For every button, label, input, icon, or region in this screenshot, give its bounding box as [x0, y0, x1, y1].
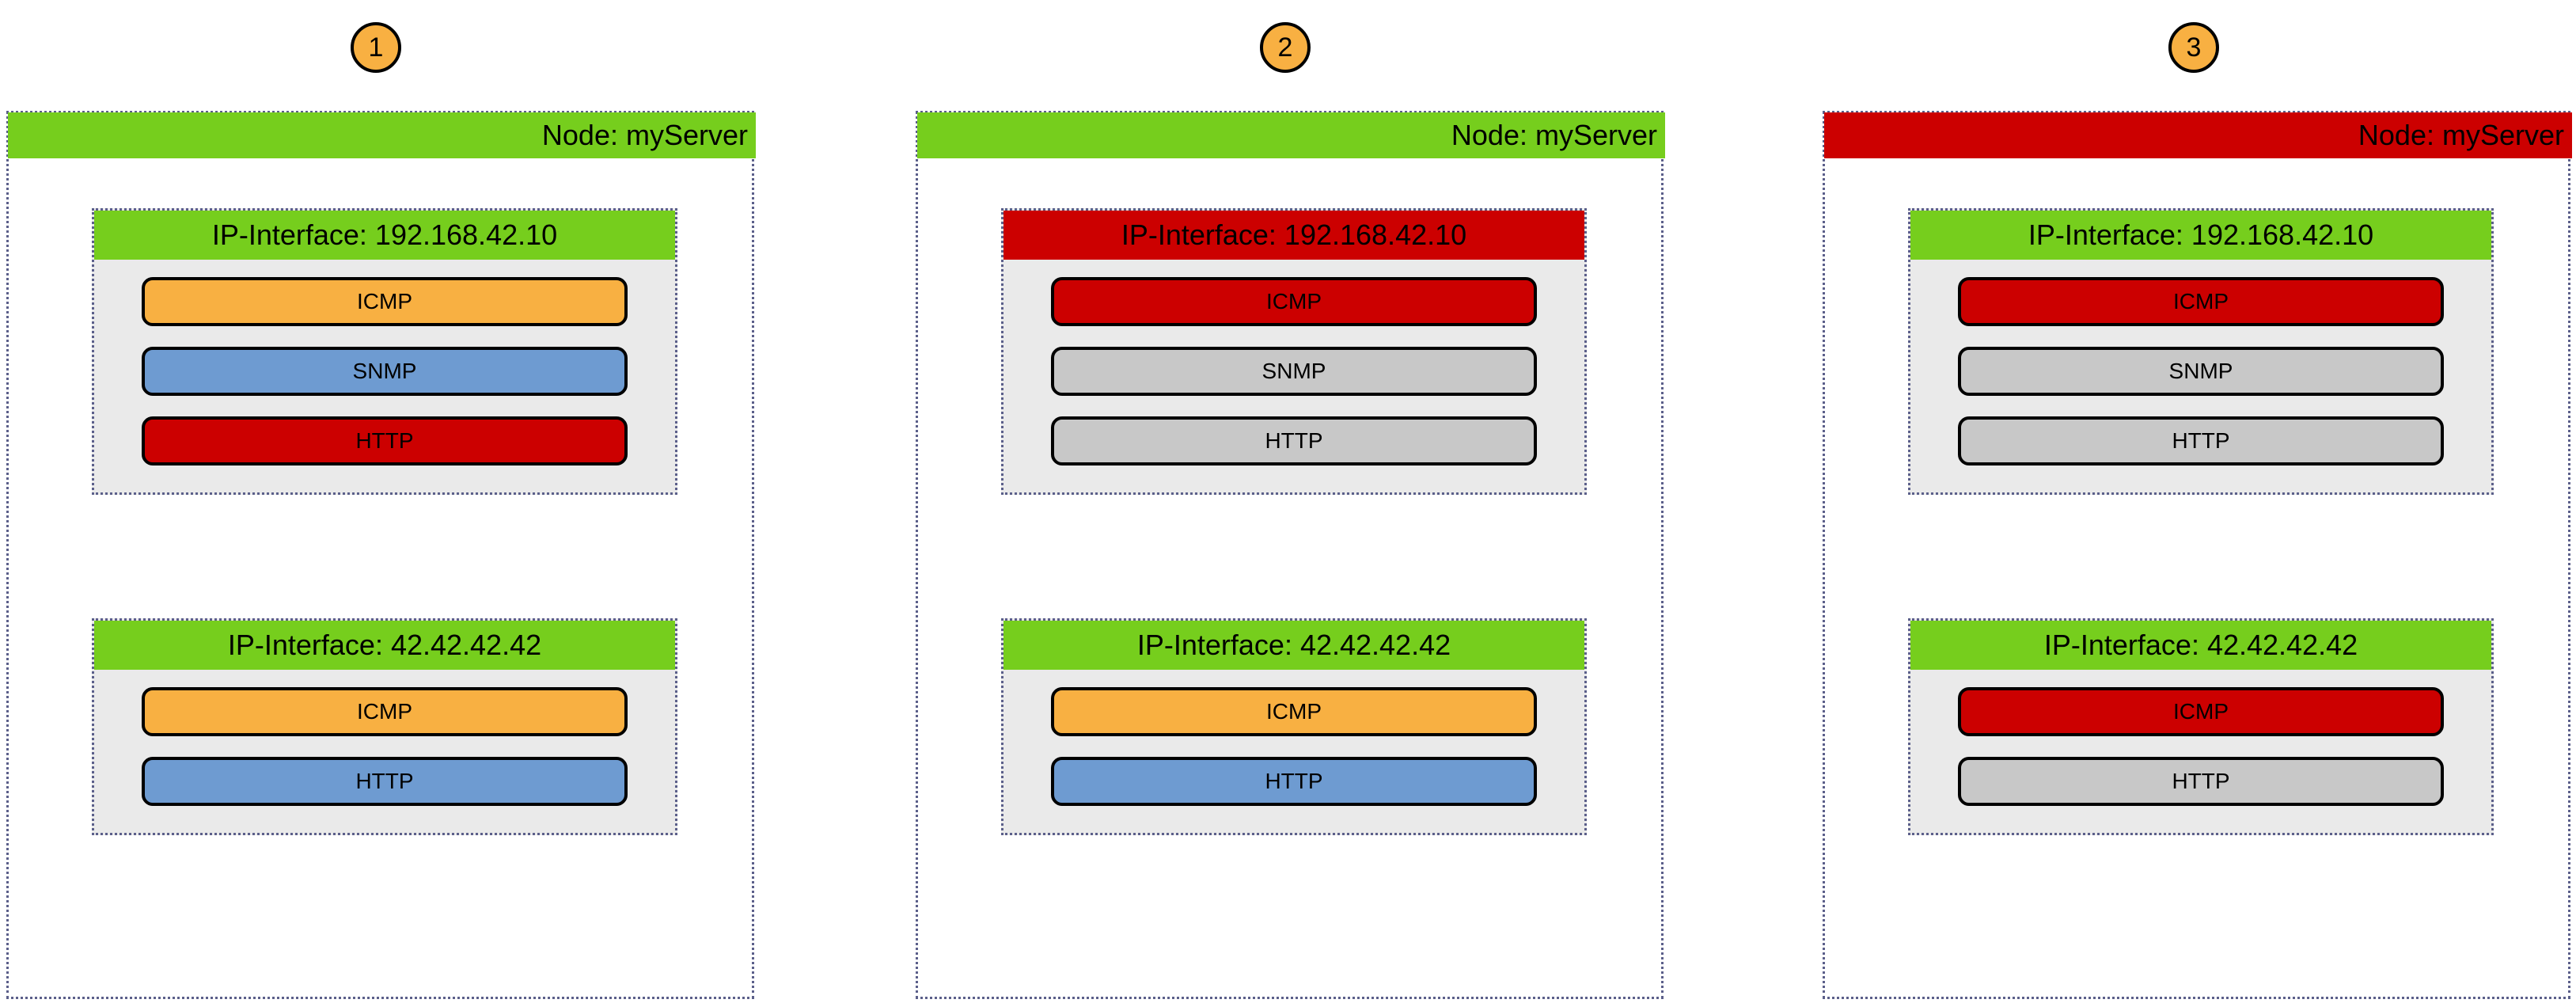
service-label: HTTP — [2172, 769, 2230, 793]
service-list: ICMP SNMP HTTP — [1003, 260, 1584, 492]
ip-interface-label: IP-Interface: 192.168.42.10 — [2028, 218, 2374, 251]
service-label: HTTP — [355, 428, 414, 453]
node-header-label: Node: myServer — [2358, 119, 2564, 151]
service-box-snmp[interactable]: SNMP — [142, 347, 628, 396]
node-header-label: Node: myServer — [541, 119, 748, 151]
ip-interface-label: IP-Interface: 192.168.42.10 — [1121, 218, 1467, 251]
service-label: ICMP — [1266, 699, 1322, 724]
ip-interface-header: IP-Interface: 192.168.42.10 — [94, 211, 675, 260]
step-circle-label: 1 — [368, 32, 384, 63]
service-label: ICMP — [1266, 289, 1322, 314]
service-label: SNMP — [352, 359, 417, 383]
step-circle-label: 2 — [1277, 32, 1293, 63]
service-label: HTTP — [2172, 428, 2230, 453]
service-box-icmp[interactable]: ICMP — [1051, 687, 1537, 736]
service-label: ICMP — [2173, 289, 2229, 314]
node-header: Node: myServer — [8, 112, 756, 158]
service-box-icmp[interactable]: ICMP — [1958, 687, 2444, 736]
service-label: SNMP — [2168, 359, 2233, 383]
service-label: ICMP — [2173, 699, 2229, 724]
service-box-icmp[interactable]: ICMP — [1958, 277, 2444, 326]
service-label: HTTP — [1265, 428, 1323, 453]
ip-interface-header: IP-Interface: 42.42.42.42 — [1003, 621, 1584, 670]
step-circle-2: 2 — [1260, 22, 1311, 73]
ip-interface-header: IP-Interface: 42.42.42.42 — [1910, 621, 2491, 670]
service-list: ICMP HTTP — [1910, 670, 2491, 833]
service-list: ICMP HTTP — [94, 670, 675, 833]
service-label: ICMP — [357, 699, 412, 724]
node-header-label: Node: myServer — [1451, 119, 1657, 151]
ip-interface-label: IP-Interface: 42.42.42.42 — [1136, 629, 1451, 661]
service-label: HTTP — [1265, 769, 1323, 793]
ip-interface-header: IP-Interface: 192.168.42.10 — [1003, 211, 1584, 260]
ip-interface-label: IP-Interface: 42.42.42.42 — [227, 629, 542, 661]
service-box-icmp[interactable]: ICMP — [1051, 277, 1537, 326]
service-box-icmp[interactable]: ICMP — [142, 687, 628, 736]
step-circle-3: 3 — [2168, 22, 2219, 73]
service-label: ICMP — [357, 289, 412, 314]
service-box-http[interactable]: HTTP — [142, 757, 628, 806]
ip-interface-label: IP-Interface: 192.168.42.10 — [211, 218, 558, 251]
step-circle-label: 3 — [2186, 32, 2202, 63]
service-box-http[interactable]: HTTP — [1958, 757, 2444, 806]
service-box-http[interactable]: HTTP — [142, 416, 628, 466]
service-box-http[interactable]: HTTP — [1051, 416, 1537, 466]
node-header: Node: myServer — [1824, 112, 2572, 158]
ip-interface-label: IP-Interface: 42.42.42.42 — [2043, 629, 2358, 661]
service-list: ICMP HTTP — [1003, 670, 1584, 833]
node-header: Node: myServer — [917, 112, 1665, 158]
service-list: ICMP SNMP HTTP — [94, 260, 675, 492]
step-circle-1: 1 — [351, 22, 401, 73]
service-label: HTTP — [355, 769, 414, 793]
service-box-snmp[interactable]: SNMP — [1051, 347, 1537, 396]
service-box-http[interactable]: HTTP — [1958, 416, 2444, 466]
service-box-snmp[interactable]: SNMP — [1958, 347, 2444, 396]
ip-interface-header: IP-Interface: 42.42.42.42 — [94, 621, 675, 670]
ip-interface-header: IP-Interface: 192.168.42.10 — [1910, 211, 2491, 260]
service-list: ICMP SNMP HTTP — [1910, 260, 2491, 492]
service-box-icmp[interactable]: ICMP — [142, 277, 628, 326]
service-label: SNMP — [1261, 359, 1326, 383]
service-box-http[interactable]: HTTP — [1051, 757, 1537, 806]
